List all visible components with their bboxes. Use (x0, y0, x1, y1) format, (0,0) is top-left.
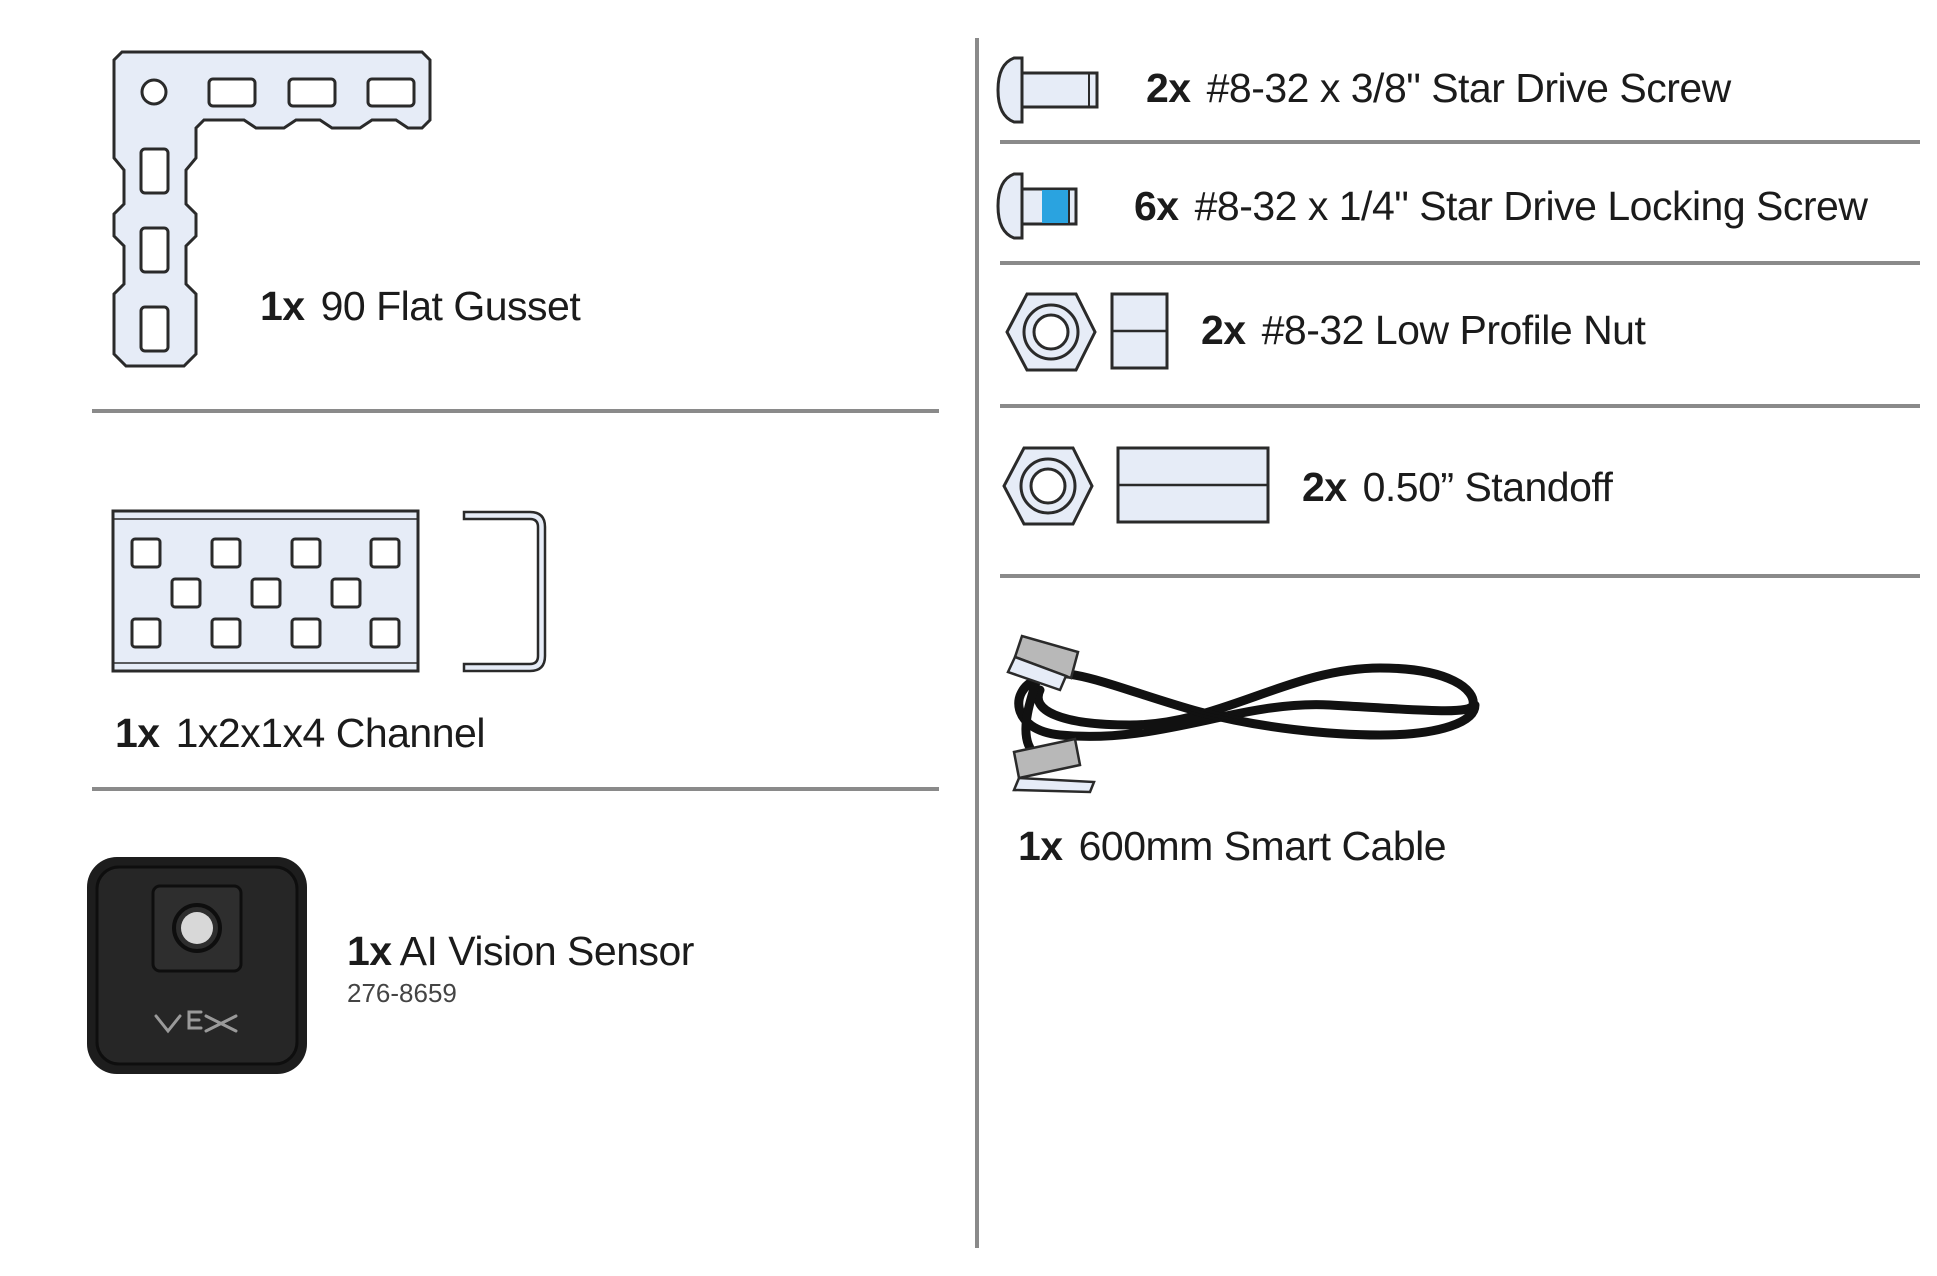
channel-label: 1x 1x2x1x4 Channel (115, 713, 485, 754)
divider-left-1 (92, 409, 939, 413)
nut-label: 2x #8-32 Low Profile Nut (1201, 307, 1646, 353)
standoff-label: 2x 0.50” Standoff (1302, 464, 1613, 510)
divider-right-1 (1000, 140, 1920, 144)
locking-screw-name: #8-32 x 1/4" Star Drive Locking Screw (1194, 183, 1868, 229)
ai-vision-name: AI Vision Sensor (399, 928, 695, 974)
ai-vision-part-number: 276-8659 (347, 978, 457, 1008)
screw-38-label: 2x #8-32 x 3/8" Star Drive Screw (1146, 68, 1731, 109)
center-divider (975, 38, 979, 1248)
locking-screw-label: 6x #8-32 x 1/4" Star Drive Locking Screw (1134, 183, 1868, 229)
locking-screw-qty: 6x (1134, 183, 1179, 229)
nut-qty: 2x (1201, 307, 1246, 353)
channel-qty: 1x (115, 710, 160, 756)
divider-right-4 (1000, 574, 1920, 578)
gusset-qty: 1x (260, 283, 305, 329)
channel-name: 1x2x1x4 Channel (175, 710, 486, 756)
nut-name: #8-32 Low Profile Nut (1261, 307, 1646, 353)
divider-left-2 (92, 787, 939, 791)
cable-name: 600mm Smart Cable (1078, 823, 1447, 869)
screw-38-qty: 2x (1146, 65, 1191, 111)
divider-right-3 (1000, 404, 1920, 408)
divider-right-2 (1000, 261, 1920, 265)
standoff-name: 0.50” Standoff (1362, 464, 1613, 510)
screw-38-name: #8-32 x 3/8" Star Drive Screw (1206, 65, 1732, 111)
standoff-qty: 2x (1302, 464, 1347, 510)
cable-label: 1x 600mm Smart Cable (1018, 823, 1447, 869)
gusset-label: 1x 90 Flat Gusset (260, 283, 581, 329)
ai-vision-qty: 1x (347, 928, 392, 974)
cable-qty: 1x (1018, 823, 1063, 869)
gusset-name: 90 Flat Gusset (320, 283, 581, 329)
